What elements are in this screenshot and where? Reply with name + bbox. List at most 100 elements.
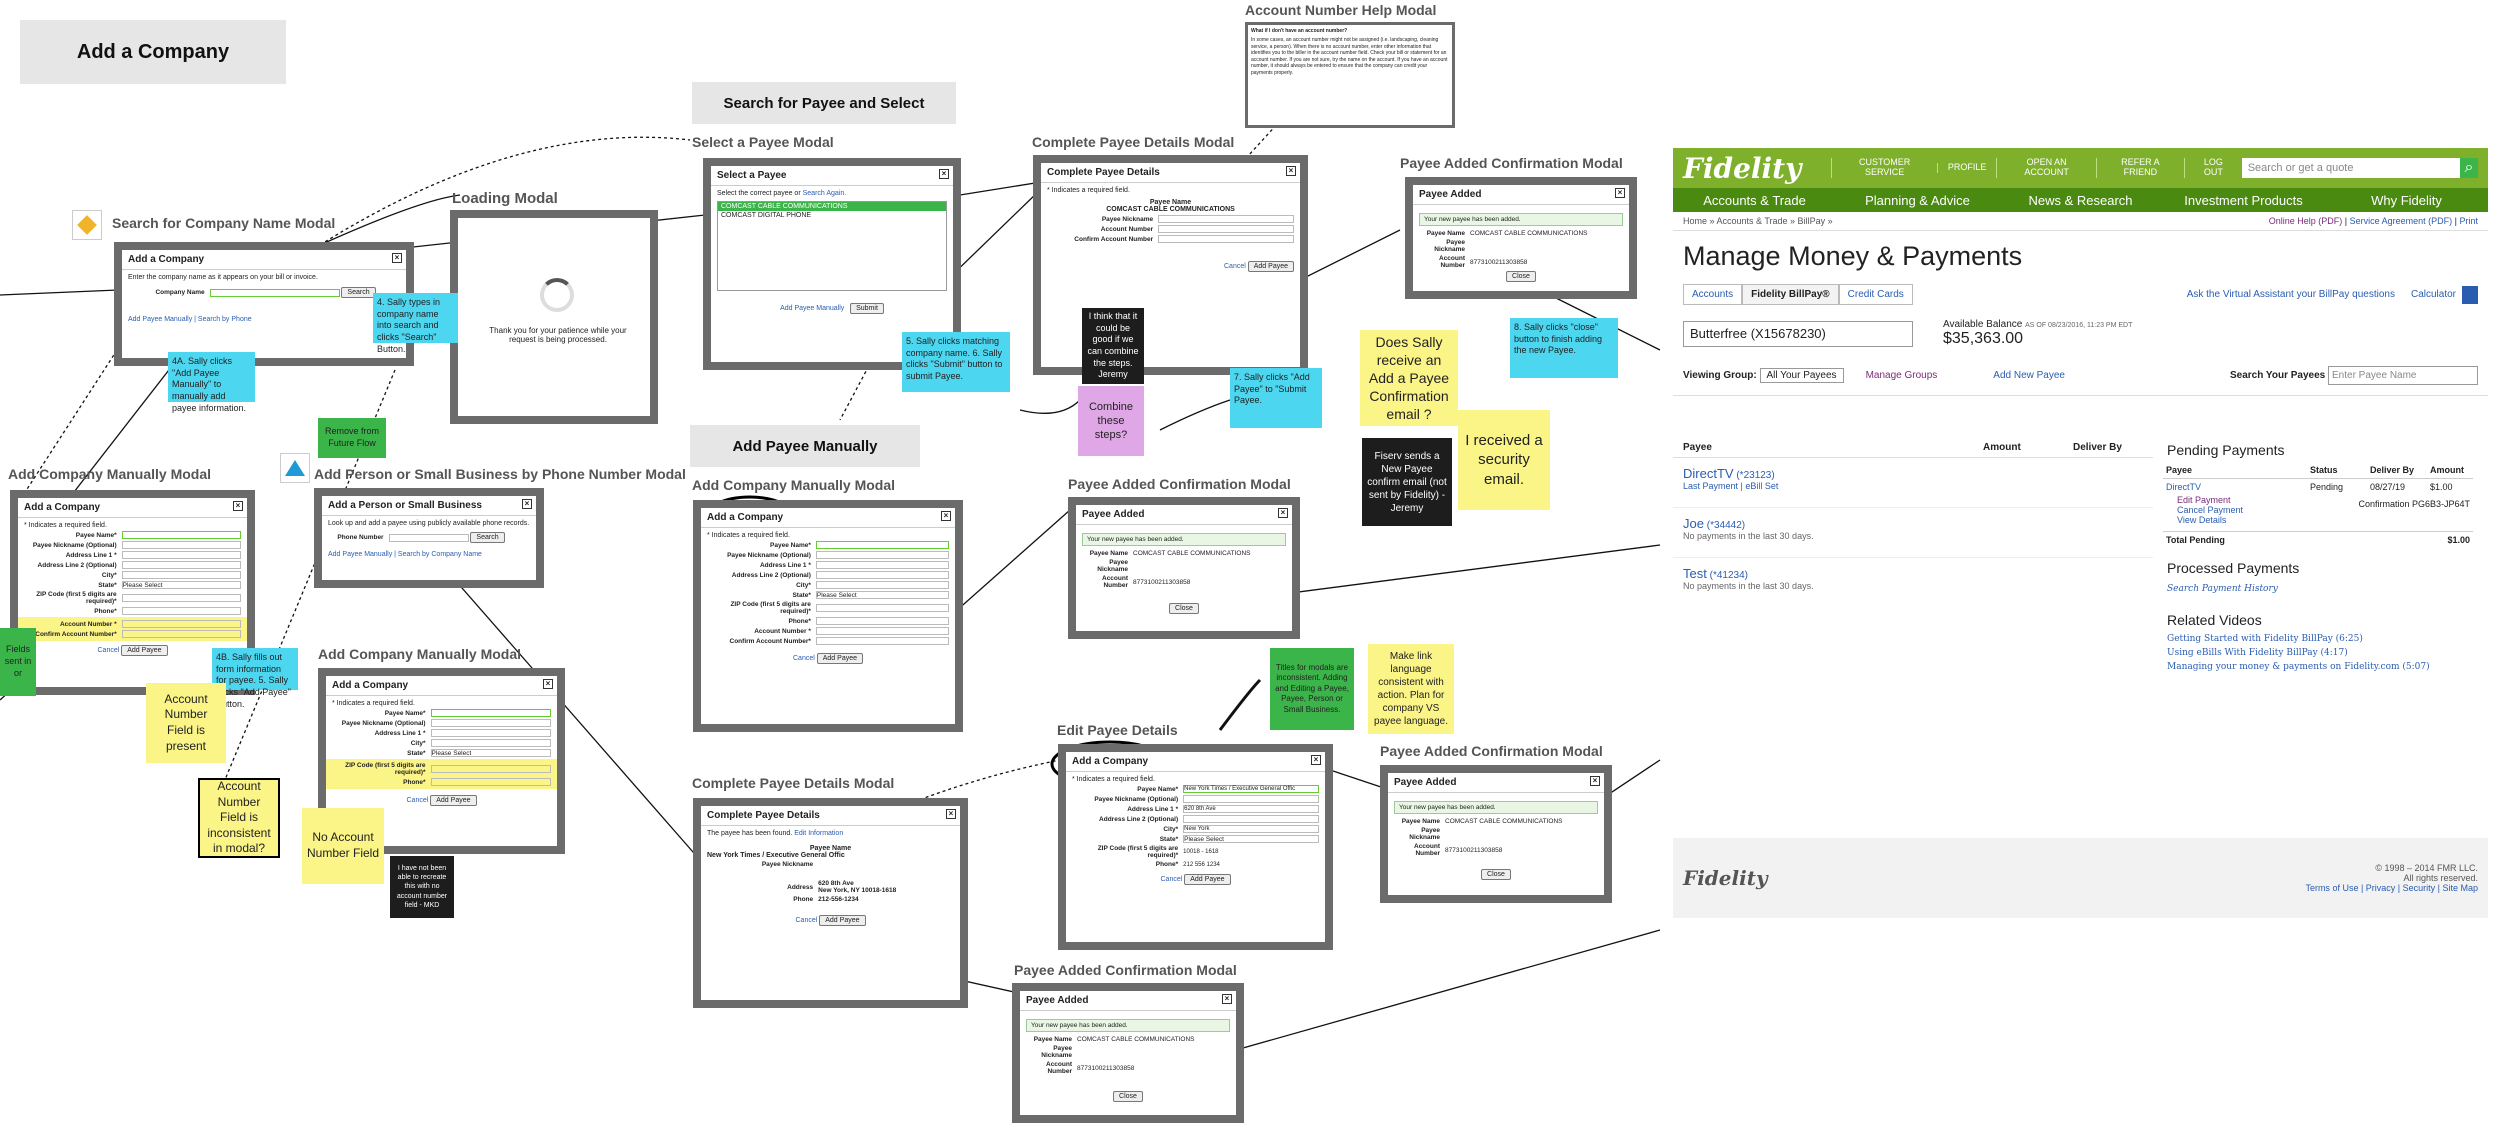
input[interactable] <box>815 571 949 579</box>
nav-why-fidelity[interactable]: Why Fidelity <box>2371 192 2442 208</box>
state-select[interactable]: Please Select <box>430 749 551 757</box>
cancel-link[interactable]: Cancel <box>406 797 429 804</box>
account-select[interactable]: Butterfree (X15678230) <box>1683 320 1913 347</box>
input[interactable] <box>815 617 949 625</box>
payee-option[interactable]: COMCAST DIGITAL PHONE <box>721 212 812 219</box>
tab-credit-cards[interactable]: Credit Cards <box>1838 284 1913 305</box>
open-account-link[interactable]: OPEN AN ACCOUNT <box>1996 157 2095 178</box>
edit-payment-link[interactable]: Edit Payment <box>2177 495 2231 505</box>
close-button[interactable]: Close <box>1169 603 1199 614</box>
close-icon[interactable]: × <box>941 511 951 521</box>
online-help-link[interactable]: Online Help (PDF) <box>2268 216 2343 226</box>
cancel-link[interactable]: Cancel <box>1160 876 1183 883</box>
close-icon[interactable]: × <box>522 499 532 509</box>
cancel-link[interactable]: Cancel <box>793 655 815 662</box>
add-payee-button[interactable]: Add Payee <box>1184 874 1231 885</box>
nav-news[interactable]: News & Research <box>2028 192 2133 208</box>
calculator-link[interactable]: Calculator <box>2410 289 2456 300</box>
nickname-input[interactable] <box>1158 215 1294 223</box>
payee-sub[interactable]: Last Payment | eBill Set <box>1683 481 1779 491</box>
input[interactable] <box>430 719 551 727</box>
search-button[interactable]: Search <box>470 532 505 543</box>
footer-links[interactable]: Terms of Use | Privacy | Security | Site… <box>2305 883 2478 893</box>
input[interactable] <box>815 637 949 645</box>
input[interactable] <box>430 709 551 717</box>
close-icon[interactable]: × <box>1286 166 1296 176</box>
add-payee-button[interactable]: Add Payee <box>430 795 477 806</box>
nav-accounts-trade[interactable]: Accounts & Trade <box>1703 192 1806 208</box>
close-button[interactable]: Close <box>1113 1091 1143 1102</box>
input[interactable]: 620 8th Ave <box>1183 805 1319 813</box>
profile-link[interactable]: PROFILE <box>1936 162 1997 173</box>
input[interactable]: New York <box>1183 825 1319 833</box>
input[interactable] <box>815 604 949 612</box>
company-name-input[interactable] <box>209 288 340 297</box>
nav-planning[interactable]: Planning & Advice <box>1865 192 1970 208</box>
zip-ext-value[interactable]: 1618 <box>1205 849 1219 855</box>
payment-history-link[interactable]: Search Payment History <box>2167 584 2278 594</box>
close-icon[interactable]: × <box>543 679 553 689</box>
cancel-link[interactable]: Cancel <box>97 647 120 654</box>
customer-service-link[interactable]: CUSTOMER SERVICE <box>1831 157 1937 178</box>
service-agreement-link[interactable]: Service Agreement (PDF) <box>2349 216 2453 226</box>
add-payee-button[interactable]: Add Payee <box>121 645 168 656</box>
search-again-link[interactable]: Search Again. <box>802 190 847 197</box>
input[interactable] <box>121 571 241 579</box>
input[interactable]: New York Times / Executive General Offic <box>1183 785 1319 793</box>
alt-links[interactable]: Add Payee Manually | Search by Phone <box>128 316 252 323</box>
state-select[interactable]: Please Select <box>1183 835 1319 843</box>
account-input[interactable] <box>1158 225 1294 233</box>
add-new-payee-link[interactable]: Add New Payee <box>1993 370 2065 381</box>
input[interactable] <box>121 531 241 539</box>
edit-link[interactable]: Edit Information <box>794 830 844 837</box>
close-icon[interactable]: × <box>392 253 402 263</box>
close-icon[interactable]: × <box>233 501 243 511</box>
phone-part[interactable]: 212 <box>1183 861 1194 868</box>
view-details-link[interactable]: View Details <box>2177 515 2227 525</box>
manage-groups-link[interactable]: Manage Groups <box>1865 370 1938 381</box>
print-link[interactable]: Print <box>2459 216 2478 226</box>
input[interactable] <box>815 551 949 559</box>
close-icon[interactable]: × <box>1278 508 1288 518</box>
input[interactable] <box>121 561 241 569</box>
phone-input[interactable] <box>388 533 469 542</box>
confirm-input[interactable] <box>1158 235 1294 243</box>
refer-friend-link[interactable]: REFER A FRIEND <box>2095 157 2184 178</box>
input[interactable] <box>815 541 949 549</box>
submit-button[interactable]: Submit <box>850 303 884 314</box>
tab-accounts[interactable]: Accounts <box>1683 284 1743 305</box>
close-icon[interactable]: × <box>939 169 949 179</box>
video-link[interactable]: Managing your money & payments on Fideli… <box>2167 662 2430 672</box>
breadcrumb[interactable]: Home » Accounts & Trade » BillPay » <box>1683 216 1833 226</box>
fidelity-logo[interactable]: Fidelity <box>1683 151 1802 185</box>
cancel-link[interactable]: Cancel <box>1224 263 1246 270</box>
close-icon[interactable]: × <box>1222 994 1232 1004</box>
input[interactable] <box>430 739 551 747</box>
footer-logo[interactable]: Fidelity <box>1683 866 1768 890</box>
pending-payee[interactable]: DirectTV <box>2166 482 2202 492</box>
add-manually-link[interactable]: Add Payee Manually <box>780 305 845 312</box>
logout-link[interactable]: LOG OUT <box>2183 157 2242 178</box>
close-icon[interactable]: × <box>1615 188 1625 198</box>
alt-links[interactable]: Add Payee Manually | Search by Company N… <box>328 551 482 558</box>
close-icon[interactable]: × <box>1590 776 1600 786</box>
payee-name[interactable]: Test <box>1683 566 1707 581</box>
input[interactable] <box>815 627 949 635</box>
tab-billpay[interactable]: Fidelity BillPay® <box>1742 284 1839 305</box>
input[interactable] <box>121 541 241 549</box>
search-icon[interactable]: ⌕ <box>2459 158 2478 178</box>
input[interactable] <box>1183 795 1319 803</box>
close-button[interactable]: Close <box>1506 271 1536 282</box>
assistant-link[interactable]: Ask the Virtual Assistant your BillPay q… <box>2186 289 2395 300</box>
input[interactable] <box>121 551 241 559</box>
nav-products[interactable]: Investment Products <box>2184 192 2303 208</box>
video-link[interactable]: Getting Started with Fidelity BillPay (6… <box>2167 634 2363 644</box>
cancel-link[interactable]: Cancel <box>795 917 818 924</box>
input[interactable] <box>121 620 241 628</box>
video-link[interactable]: Using eBills With Fidelity BillPay (4:17… <box>2167 648 2348 658</box>
close-icon[interactable]: × <box>946 809 956 819</box>
search-payees-input[interactable]: Enter Payee Name <box>2328 366 2478 385</box>
payee-name[interactable]: Joe <box>1683 516 1704 531</box>
phone-part[interactable]: 1234 <box>1206 861 1220 868</box>
close-icon[interactable]: × <box>1311 755 1321 765</box>
